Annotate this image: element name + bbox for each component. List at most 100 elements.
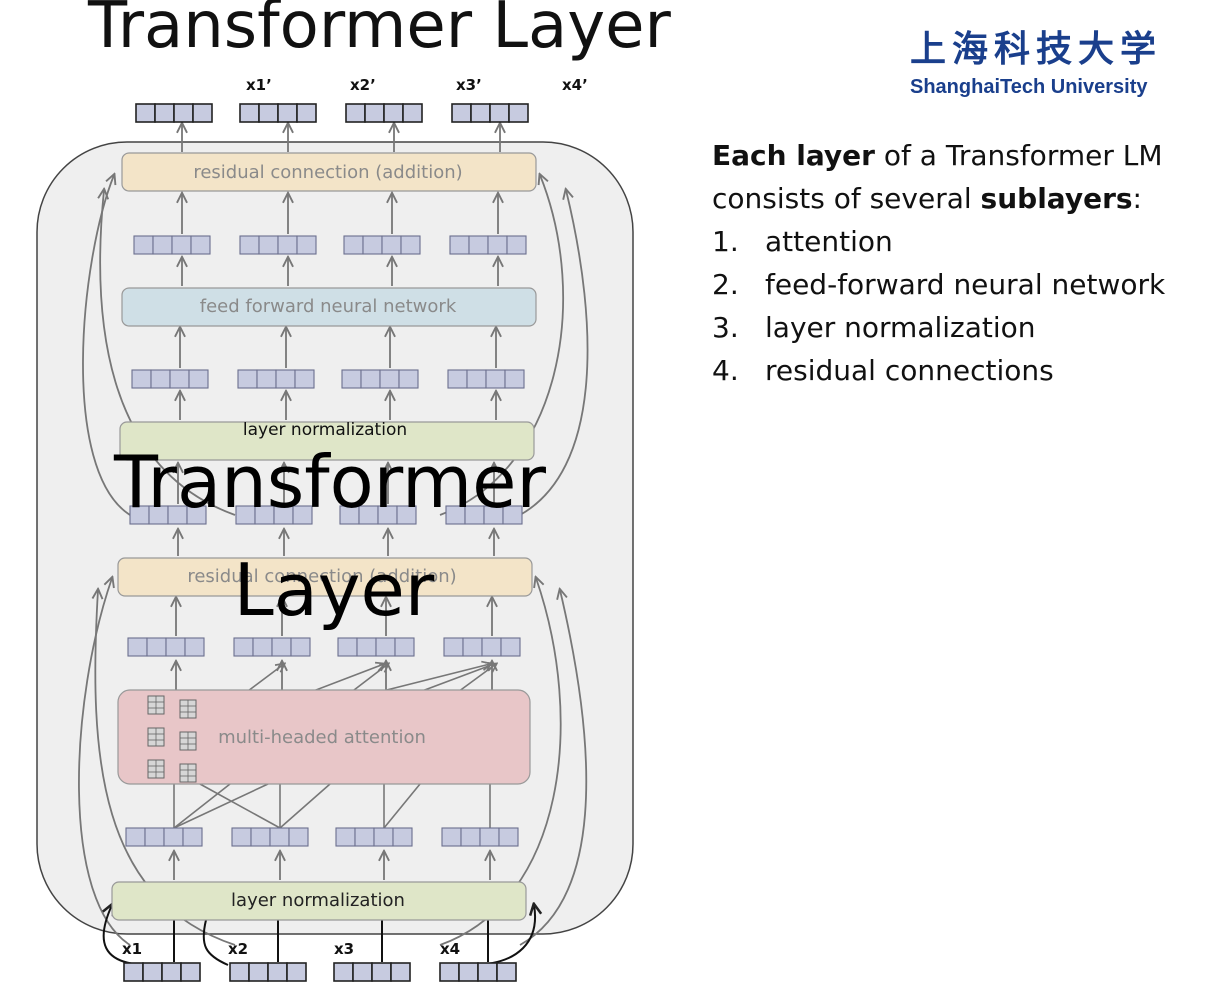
residual-connection-bottom-label: residual connection (addition) (187, 566, 456, 587)
residual-curves-top (82, 175, 589, 516)
vector (131, 369, 209, 389)
residual-connection-top-box (121, 152, 537, 192)
vector (449, 235, 527, 255)
vector-cell (131, 369, 152, 389)
intro-text: of a Transformer LM consists of several (712, 139, 1163, 215)
vector-cell (250, 827, 271, 847)
vector-cell (341, 369, 362, 389)
attention-input-lines (173, 783, 491, 829)
vector-cell (123, 962, 144, 982)
description-intro: Each layer of a Transformer LM consists … (712, 134, 1207, 220)
vector (343, 235, 421, 255)
vector-cell (390, 962, 411, 982)
vector (445, 505, 523, 525)
vector-cell (360, 369, 381, 389)
vector (129, 505, 207, 525)
vector-cell (233, 637, 254, 657)
vector-cell (152, 235, 173, 255)
vector-cell (487, 235, 508, 255)
layer-panel (36, 141, 634, 935)
vector-cell (184, 637, 205, 657)
vector-cell (127, 637, 148, 657)
vector-cell (163, 827, 184, 847)
list-item: 2.feed-forward neural network (712, 268, 1166, 301)
vector-cell (508, 103, 529, 123)
vector (447, 369, 525, 389)
vector (443, 637, 521, 657)
vector-cell (396, 505, 417, 525)
vector (135, 103, 213, 123)
vector-cell (180, 962, 201, 982)
vector-cell (447, 369, 468, 389)
vector-cell (506, 235, 527, 255)
vector-cell (150, 369, 171, 389)
vector (341, 369, 419, 389)
vector-cell (296, 235, 317, 255)
vector-cell (345, 103, 366, 123)
vector (133, 235, 211, 255)
input-labels: x1 x2 x3 x4 (122, 940, 460, 958)
vector-cell (173, 103, 194, 123)
vector (451, 103, 529, 123)
vector-cell (498, 827, 519, 847)
layer-normalization-top-label: layer normalization (243, 420, 407, 440)
output-label: x4’ (562, 76, 588, 94)
vector-cell (481, 637, 502, 657)
vector (229, 962, 307, 982)
vector-cell (451, 103, 472, 123)
vector-cell (375, 637, 396, 657)
slide-title: Transformer Layer (88, 0, 671, 63)
output-label: x3’ (456, 76, 482, 94)
vector-cell (460, 827, 481, 847)
vector-cell (441, 827, 462, 847)
vector-cell (392, 827, 413, 847)
vector-cell (269, 827, 290, 847)
vector-cell (237, 369, 258, 389)
vector-cell (502, 505, 523, 525)
vector-cell (500, 637, 521, 657)
vector-cell (400, 235, 421, 255)
intro-colon: : (1132, 182, 1142, 215)
vector-cell (161, 962, 182, 982)
vector-cell (362, 235, 383, 255)
vector-cell (468, 235, 489, 255)
vector-cell (364, 103, 385, 123)
vector-cell (466, 369, 487, 389)
vector-cell (479, 827, 500, 847)
vector-cell (229, 962, 250, 982)
vector-cell (462, 637, 483, 657)
vector-cell (133, 235, 154, 255)
vector-cell (188, 369, 209, 389)
vector-cell (239, 103, 260, 123)
attention-head-icons (147, 695, 197, 783)
vector-cell (142, 962, 163, 982)
vector-cell (477, 962, 498, 982)
vector-cell (258, 235, 279, 255)
layer-normalization-top-box (119, 421, 535, 461)
vector (441, 827, 519, 847)
vector-cell (186, 505, 207, 525)
vector-rows (123, 103, 529, 982)
vector-cell (485, 369, 506, 389)
vector-cell (171, 235, 192, 255)
vector-cell (252, 637, 273, 657)
vector-cell (165, 637, 186, 657)
vector-cell (290, 637, 311, 657)
feed-forward-label: feed forward neural network (200, 296, 457, 317)
overlay-transformer: Transformer (113, 440, 547, 524)
description: Each layer of a Transformer LM consists … (712, 134, 1207, 392)
vector (231, 827, 309, 847)
vector-cell (383, 103, 404, 123)
vector (439, 962, 517, 982)
vector-cell (277, 103, 298, 123)
input-label: x4 (440, 940, 460, 958)
list-item: 3.layer normalization (712, 311, 1036, 344)
vector-cell (275, 369, 296, 389)
vector-cell (231, 827, 252, 847)
vector-cell (337, 637, 358, 657)
vector-cell (239, 235, 260, 255)
vector-cell (352, 962, 373, 982)
vector-cell (125, 827, 146, 847)
vector-cell (277, 235, 298, 255)
vector-cell (192, 103, 213, 123)
